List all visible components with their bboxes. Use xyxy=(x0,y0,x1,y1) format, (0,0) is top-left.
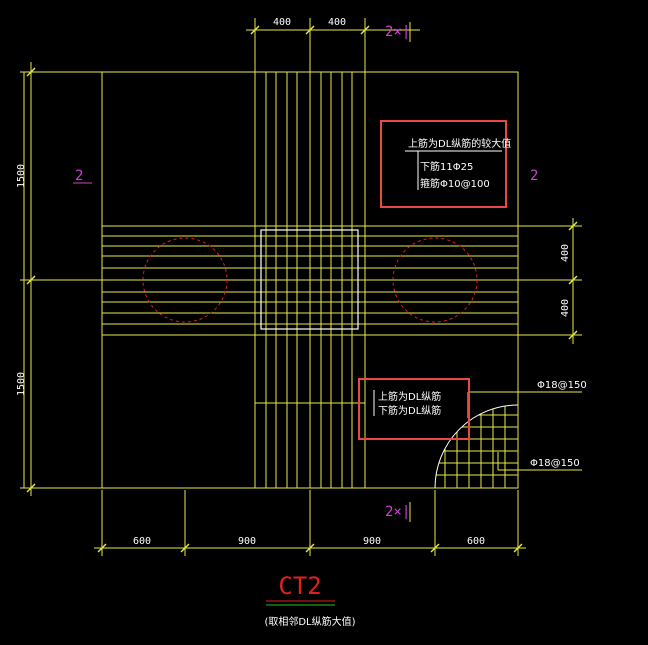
dim-bottom-3: 900 xyxy=(363,536,381,547)
box2-line2: 下筋为DL纵筋 xyxy=(378,404,441,417)
dim-top-left: 400 xyxy=(273,17,291,28)
dimension-ticks xyxy=(26,25,578,553)
axis-label-left: 2 xyxy=(75,168,83,184)
rebar-mesh xyxy=(435,405,518,488)
annotation-box-2 xyxy=(358,378,470,440)
axis-label-right: 2 xyxy=(530,168,538,184)
rebar-mesh-arc xyxy=(434,404,519,489)
rebar-label-bottom: Φ18@150 xyxy=(530,458,580,469)
box1-line1: 上筋为DL纵筋的较大值 xyxy=(408,137,511,150)
box2-line1: 上筋为DL纵筋 xyxy=(378,390,441,403)
dim-bottom-2: 900 xyxy=(238,536,256,547)
pile-left xyxy=(142,237,228,323)
rebar-label-top: Φ18@150 xyxy=(537,380,587,391)
drawing-subtitle: (取相邻DL纵筋大值) xyxy=(264,615,355,628)
axis-label-top: 2×| xyxy=(385,24,410,40)
box1-line3: 箍筋Φ10@100 xyxy=(420,177,490,190)
box1-line2: 下筋11Φ25 xyxy=(420,160,473,173)
annotation-box-1 xyxy=(380,120,507,208)
dim-right-upper: 400 xyxy=(560,244,571,262)
column-outline xyxy=(260,229,359,330)
dim-top-right: 400 xyxy=(328,17,346,28)
dim-bottom-1: 600 xyxy=(133,536,151,547)
dim-right-lower: 400 xyxy=(560,299,571,317)
axis-label-bottom: 2×| xyxy=(385,504,410,520)
drawing-title: CT2 xyxy=(278,572,321,600)
dim-left-lower: 1500 xyxy=(16,372,27,396)
horizontal-beam-rebars xyxy=(24,225,518,336)
pile-right xyxy=(392,237,478,323)
dim-bottom-4: 600 xyxy=(467,536,485,547)
dim-left-upper: 1500 xyxy=(16,164,27,188)
